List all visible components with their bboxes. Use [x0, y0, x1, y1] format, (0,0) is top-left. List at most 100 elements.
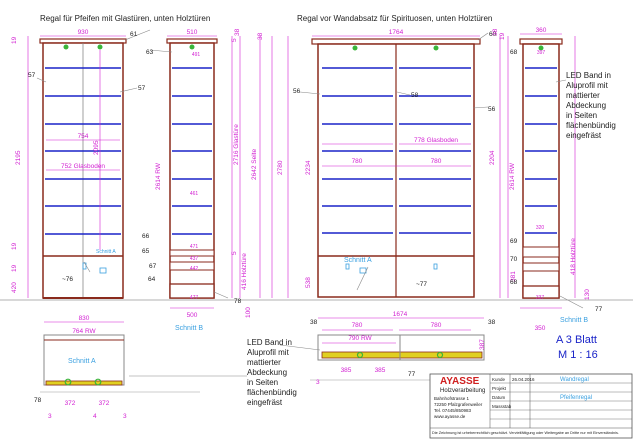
drawing-label: 38	[492, 28, 499, 36]
led-spot	[63, 44, 69, 50]
drawing-label: 2095	[93, 140, 100, 155]
section-b-label: Schnitt B	[560, 317, 588, 324]
company-address: Tel. 07445/850983	[434, 408, 472, 413]
section-a-label: Schnitt A	[344, 257, 372, 264]
title-project: Wandregal	[560, 377, 589, 383]
led-note-bottom: Abdeckung	[247, 368, 287, 377]
drawing-label: 78	[234, 298, 242, 305]
led-note-right: Aluprofil mit	[566, 81, 609, 90]
left-glass-shelves	[45, 67, 121, 235]
drawing-label: 2195	[15, 150, 22, 165]
drawing-label: 66	[142, 233, 150, 240]
drawing-label: 77	[595, 306, 603, 313]
company-logo: AYASSE	[440, 376, 480, 387]
drawing-label: 778 Glasboden	[414, 137, 458, 144]
title-field: Kunde	[492, 377, 506, 382]
company-address: Bahnhofstrasse 1	[434, 396, 470, 401]
section-a-label: Schnitt A	[96, 249, 116, 255]
led-note-bottom: mattierter	[247, 358, 281, 367]
left-cabinet-front	[39, 38, 127, 299]
drawing-label: ~77	[416, 281, 427, 288]
drawing-label: 19	[11, 242, 18, 250]
drawing-label: 752 Glasboden	[61, 163, 105, 170]
section-b-label: Schnitt B	[175, 325, 203, 332]
drawing-label: 61	[130, 31, 138, 38]
drawing-label: 1764	[389, 29, 404, 36]
drawing-label: 754	[78, 133, 89, 140]
drawing-label: 56	[488, 106, 496, 113]
drawing-label: 764 RW	[72, 328, 96, 335]
drawing-label: 510	[187, 29, 198, 36]
drawing-label: 38	[310, 319, 318, 326]
drawing-label: 2780	[277, 160, 284, 175]
drawing-label: 442	[190, 266, 199, 272]
section-a-middle	[317, 334, 485, 361]
drawing-label: 397	[537, 50, 546, 56]
drawing-label: 5	[231, 38, 238, 42]
drawing-label: 56	[293, 88, 301, 95]
drawing-label: 790 RW	[348, 335, 372, 342]
led-note-right: mattierter	[566, 91, 600, 100]
dimension-lines	[27, 33, 576, 344]
led-note-right: eingefräst	[566, 131, 602, 140]
sheet-size: A 3 Blatt	[556, 334, 597, 346]
led-note-right: flächenbündig	[566, 121, 616, 130]
drawing-label: 780	[352, 158, 363, 165]
section-a-label: Schnitt A	[68, 358, 96, 365]
drawing-label: 100	[245, 307, 252, 318]
scale-ratio: M 1 : 16	[558, 349, 598, 361]
drawing-label: 2716 Glastüre	[233, 124, 240, 165]
drawing-label: 2614 RW	[509, 162, 516, 190]
drawing-label: 2614 RW	[155, 162, 162, 190]
drawing-label: 3	[316, 379, 320, 386]
middle-cabinet-front	[311, 38, 481, 298]
drawing-label: 418 Holztüre	[570, 238, 577, 275]
drawing-label: 385	[375, 367, 386, 374]
led-note-right: LED Band in	[566, 71, 611, 80]
drawing-label: 500	[187, 312, 198, 319]
drawing-label: 930	[78, 29, 89, 36]
drawing-label: 461	[190, 191, 199, 197]
drawing-label: 387	[479, 339, 486, 350]
title-date: 26.04.2016	[512, 377, 535, 382]
drawing-label: 19	[11, 264, 18, 272]
section-marker	[99, 267, 107, 274]
drawing-label: 350	[535, 325, 546, 332]
drawing-label: 5	[231, 251, 238, 255]
drawing-label: 372	[99, 400, 110, 407]
led-note-bottom: LED Band in	[247, 338, 292, 347]
drawing-label: ~76	[62, 276, 73, 283]
drawing-label: 19	[499, 32, 506, 40]
drawing-label: 2204	[489, 150, 496, 165]
drawing-label: 830	[79, 315, 90, 322]
drawing-label: 337	[536, 295, 545, 301]
drawing-label: 780	[352, 322, 363, 329]
led-spot	[97, 44, 103, 50]
title-field: Datum	[492, 395, 506, 400]
drawing-label: 780	[431, 322, 442, 329]
drawing-label: 360	[536, 27, 547, 34]
drawing-label: 38	[488, 319, 496, 326]
led-note-bottom: flächenbündig	[247, 388, 297, 397]
drawing-label: 19	[11, 36, 18, 44]
drawing-label: 57	[28, 72, 36, 79]
led-note-bottom: in Seiten	[247, 378, 278, 387]
drawing-label: 68	[510, 279, 518, 286]
drawing-label: 2234	[305, 160, 312, 175]
drawing-label: 471	[190, 244, 199, 250]
led-note-right: Abdeckung	[566, 101, 606, 110]
drawing-label: 57	[138, 85, 146, 92]
leader-lines	[36, 29, 584, 377]
text-labels: Regal für Pfeifen mit Glastüren, unten H…	[11, 14, 619, 435]
drawing-label: 320	[536, 225, 545, 231]
company-address: 72250 Pfalzgrafenweiler	[434, 402, 483, 407]
drawing-label: 67	[149, 263, 157, 270]
drawing-label: 38	[257, 32, 264, 40]
drawing-label: 538	[305, 277, 312, 288]
section-a-left	[43, 334, 125, 386]
title-field: Projekt	[492, 386, 507, 391]
left-cabinet-side	[166, 38, 218, 299]
drawing-label: 2642 Seite	[251, 149, 258, 180]
drawing-label: 4	[93, 413, 97, 420]
